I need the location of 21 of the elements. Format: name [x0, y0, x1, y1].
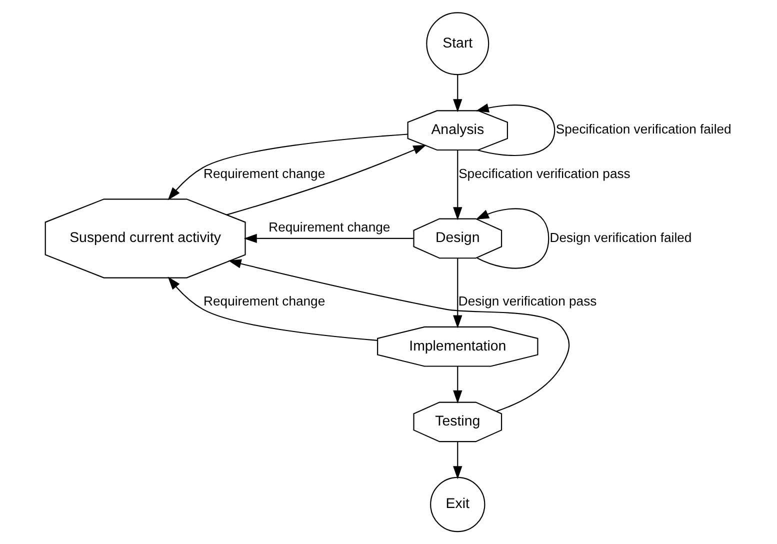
edge-label: Requirement change	[203, 294, 325, 309]
node-circle: Exit	[430, 476, 485, 532]
edge-label: Requirement change	[268, 219, 390, 234]
arrow	[452, 366, 462, 404]
node-circle: Start	[426, 12, 489, 76]
arrow	[167, 276, 378, 341]
arrow	[226, 144, 426, 216]
arrow	[475, 208, 549, 269]
arrow	[452, 74, 462, 112]
arrow	[243, 234, 413, 244]
arrow	[167, 134, 408, 200]
edge-label: Design verification failed	[549, 230, 692, 245]
arrow	[475, 104, 555, 156]
arrow	[452, 442, 462, 480]
arrow	[452, 258, 462, 328]
arrow	[228, 259, 570, 412]
edge-label: Requirement change	[203, 166, 325, 181]
arrow	[452, 150, 462, 220]
edge-label: Specification verification failed	[555, 122, 731, 137]
edge-label: Design verification pass	[458, 294, 596, 309]
edge-label: Specification verification pass	[458, 166, 630, 181]
